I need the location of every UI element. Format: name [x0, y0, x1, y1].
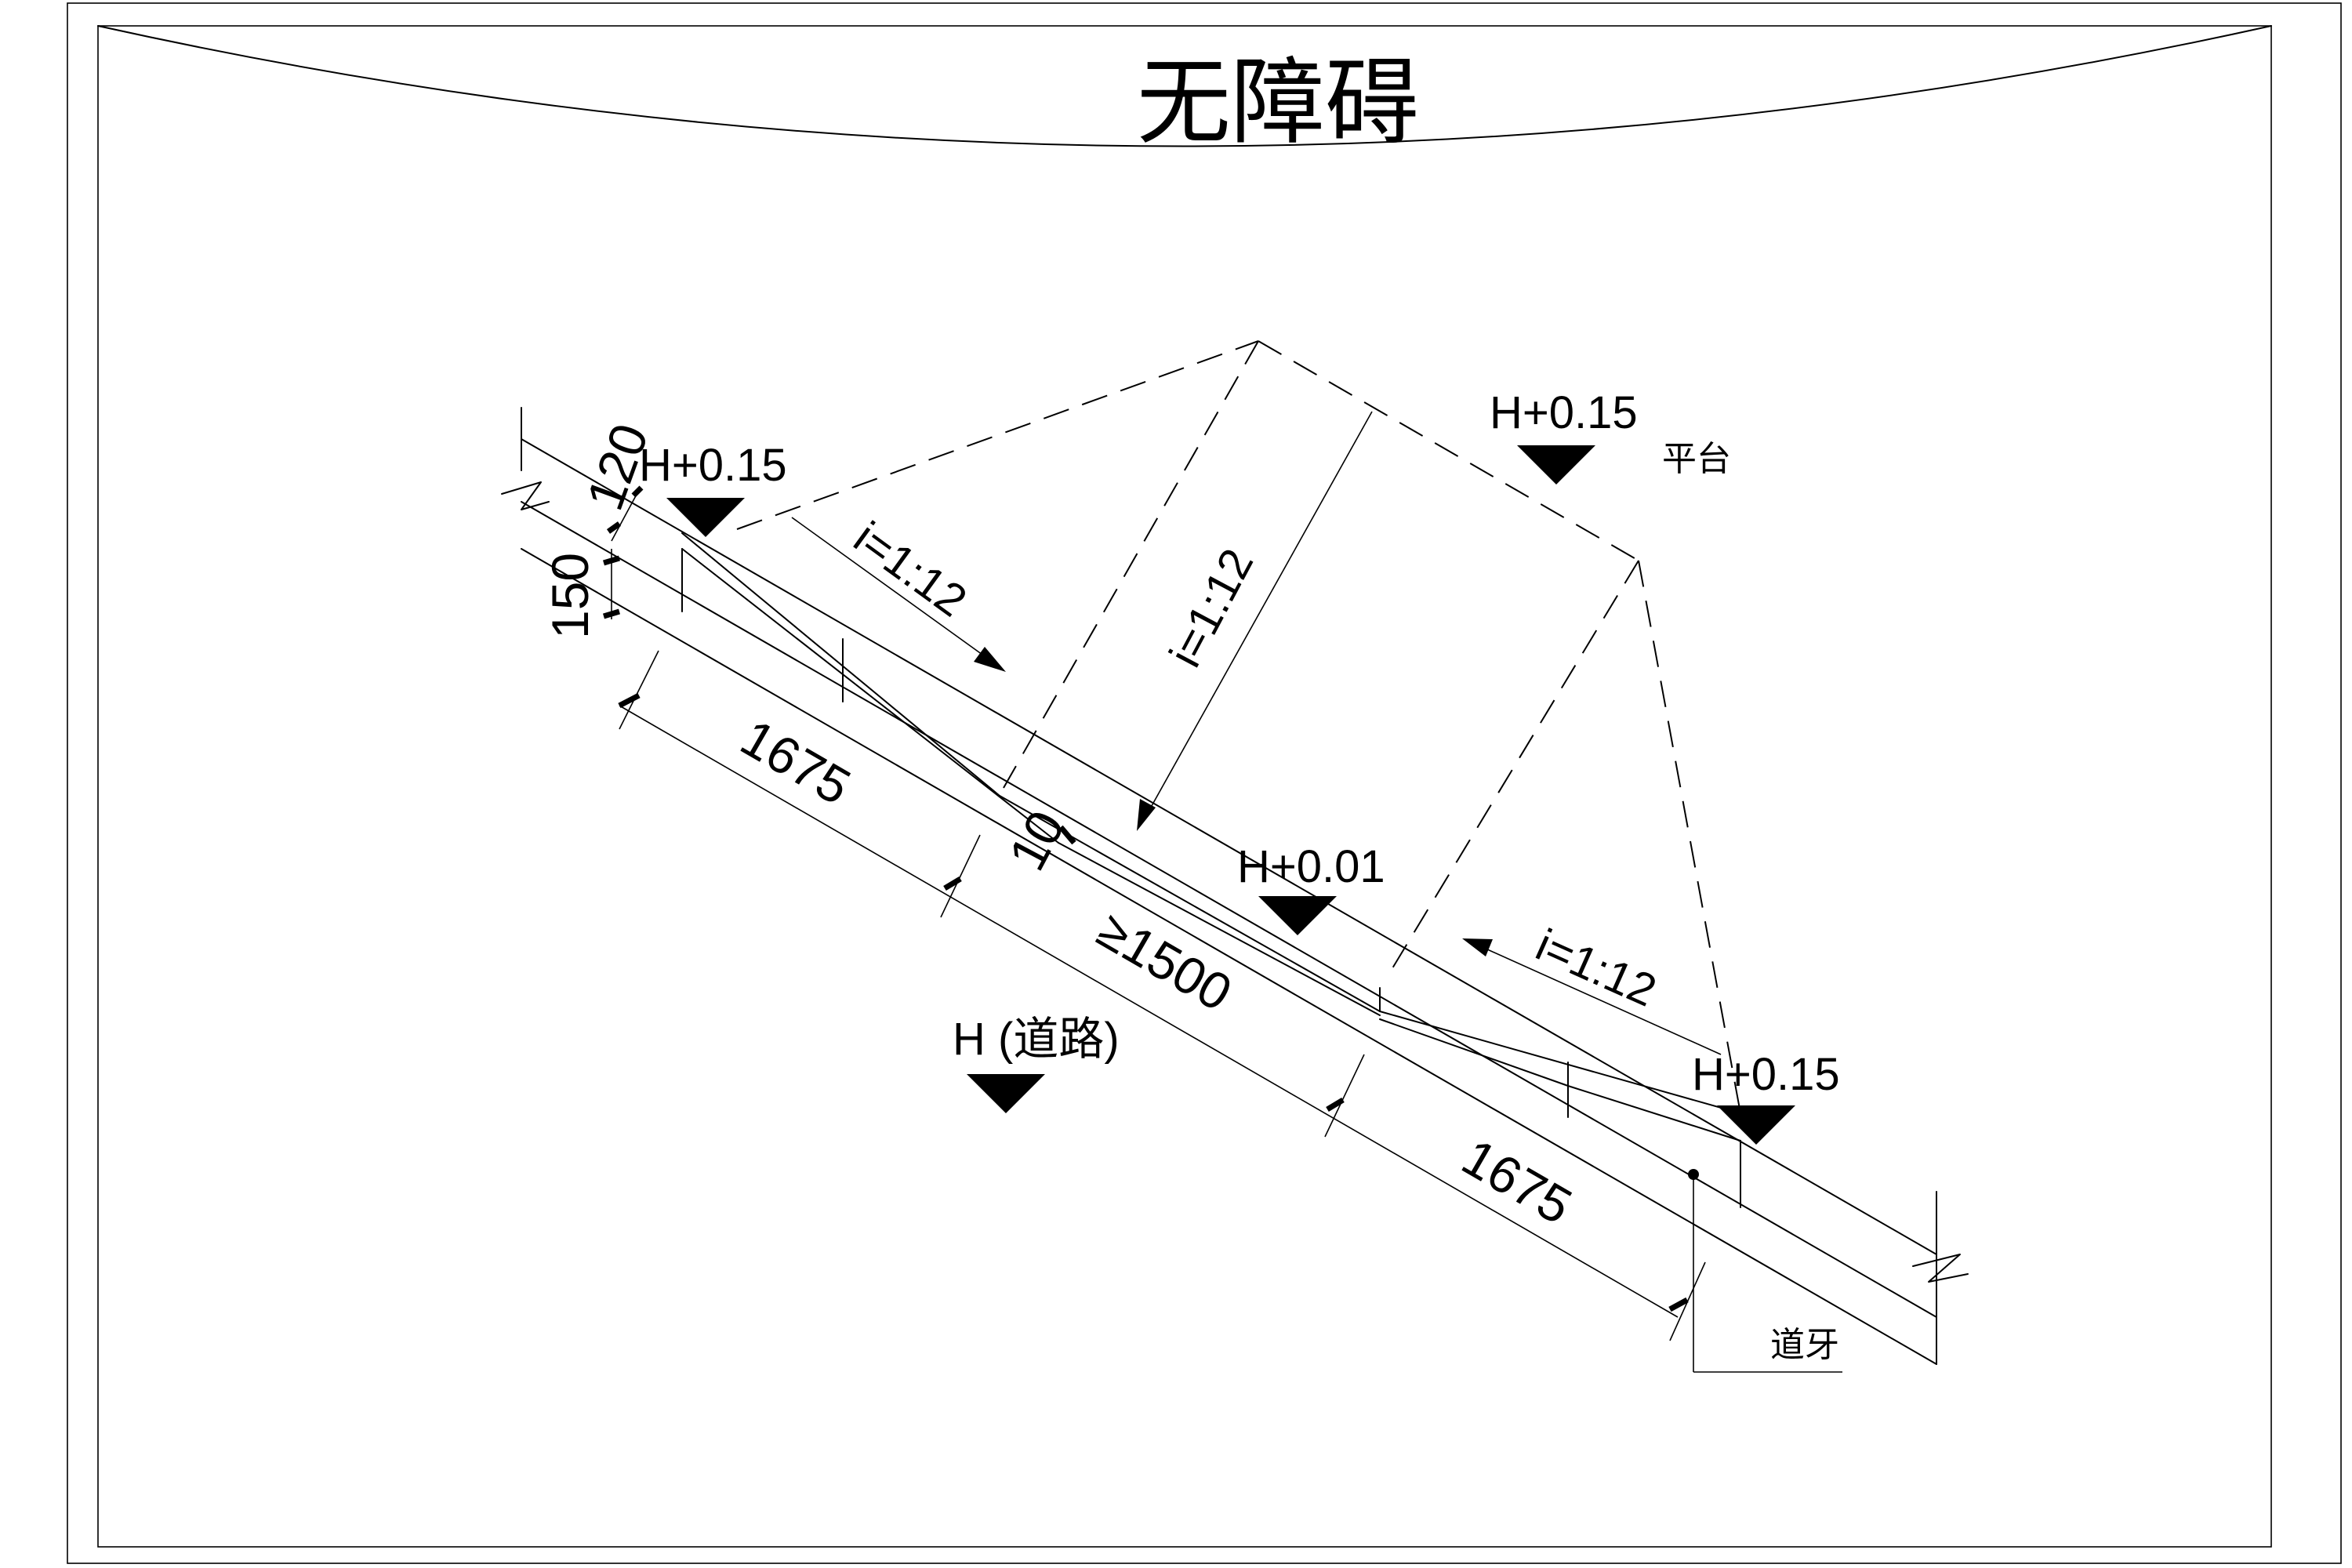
- platform-note: 平台: [1662, 439, 1731, 479]
- slope-center: i=1:12: [1160, 541, 1263, 675]
- dim-1500: ≥1500: [1088, 900, 1242, 1022]
- elevation-marker-platform: [1517, 445, 1595, 485]
- curb-leader: [1688, 1169, 1842, 1373]
- dim-1675-left: 1675: [731, 708, 860, 816]
- elevation-top-left: H+0.15: [639, 440, 787, 491]
- elevation-middle: H+0.01: [1237, 841, 1385, 892]
- dim-120: 120: [575, 416, 659, 517]
- slope-arrows: [791, 411, 1722, 1055]
- dashed-outline: [736, 340, 1741, 1114]
- elevation-road: H (道路): [953, 1014, 1120, 1065]
- elevation-marker-road: [967, 1074, 1045, 1113]
- d10-tick: [1058, 825, 1076, 845]
- elevation-markers: [666, 445, 1795, 1145]
- dim-1675-right: 1675: [1453, 1127, 1581, 1236]
- page-title: 无障碍: [1137, 49, 1419, 158]
- ramp-lines: [681, 532, 1741, 1208]
- elevation-platform: H+0.15: [1490, 387, 1638, 438]
- inner-frame: [97, 25, 2272, 1548]
- title-banner-curve: [97, 25, 2272, 147]
- curb-note: 道牙: [1770, 1325, 1839, 1365]
- elevation-bottom-right: H+0.15: [1692, 1049, 1840, 1100]
- dim-150: 150: [541, 553, 599, 639]
- bottom-dimension-line: [618, 650, 1706, 1341]
- elevation-marker-top-left: [666, 498, 745, 537]
- sidewalk-band: [501, 407, 1969, 1365]
- outer-frame: [67, 2, 2342, 1564]
- slope-right: i=1:12: [1529, 919, 1664, 1016]
- dim-10: 10: [997, 801, 1076, 880]
- elevation-marker-bottom-right: [1717, 1105, 1795, 1145]
- left-vertical-dims: [602, 485, 644, 619]
- elevation-marker-middle: [1258, 896, 1337, 935]
